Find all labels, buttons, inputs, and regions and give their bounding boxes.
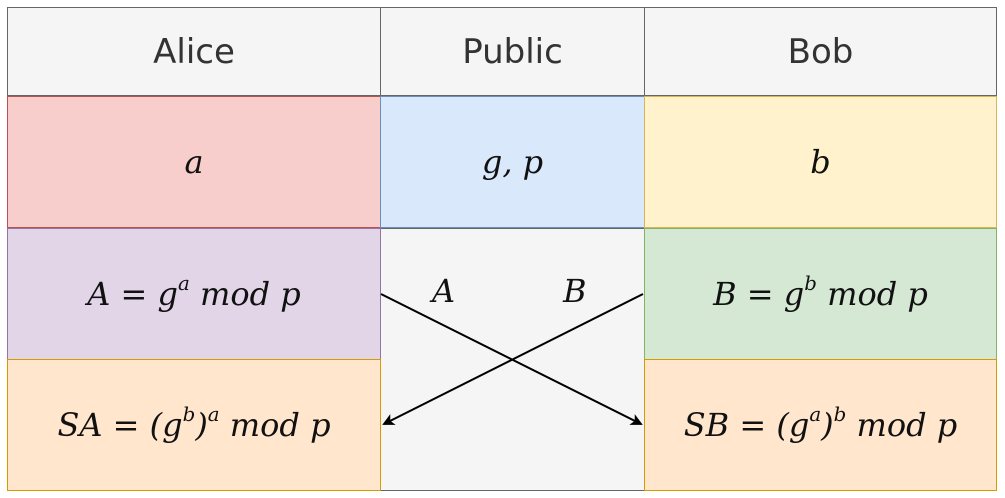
bob-secret-value: b: [810, 143, 831, 181]
alice-secret-value: a: [184, 143, 204, 181]
alice-shared-secret-cell: SA = (gb)a mod p: [7, 359, 381, 491]
alice-public-key-cell: A = ga mod p: [7, 228, 381, 360]
arrow-bob-to-alice: [382, 293, 644, 425]
public-params-cell: g, p: [380, 96, 645, 228]
public-params-value: g, p: [481, 143, 544, 181]
header-bob: Bob: [644, 7, 997, 96]
header-public: Public: [380, 7, 645, 96]
header-alice: Alice: [7, 7, 381, 96]
alice-public-key-formula: A = ga mod p: [87, 272, 301, 313]
bob-secret-cell: b: [644, 96, 997, 228]
alice-secret-cell: a: [7, 96, 381, 228]
arrow-alice-to-bob: [380, 293, 643, 425]
bob-public-key-formula: B = gb mod p: [713, 272, 928, 313]
bob-shared-secret-formula: SB = (ga)b mod p: [683, 403, 958, 444]
arrow-label-b: B: [563, 272, 587, 310]
arrow-label-a: A: [432, 272, 456, 310]
alice-shared-secret-formula: SA = (gb)a mod p: [57, 403, 331, 444]
bob-shared-secret-cell: SB = (ga)b mod p: [644, 359, 997, 491]
